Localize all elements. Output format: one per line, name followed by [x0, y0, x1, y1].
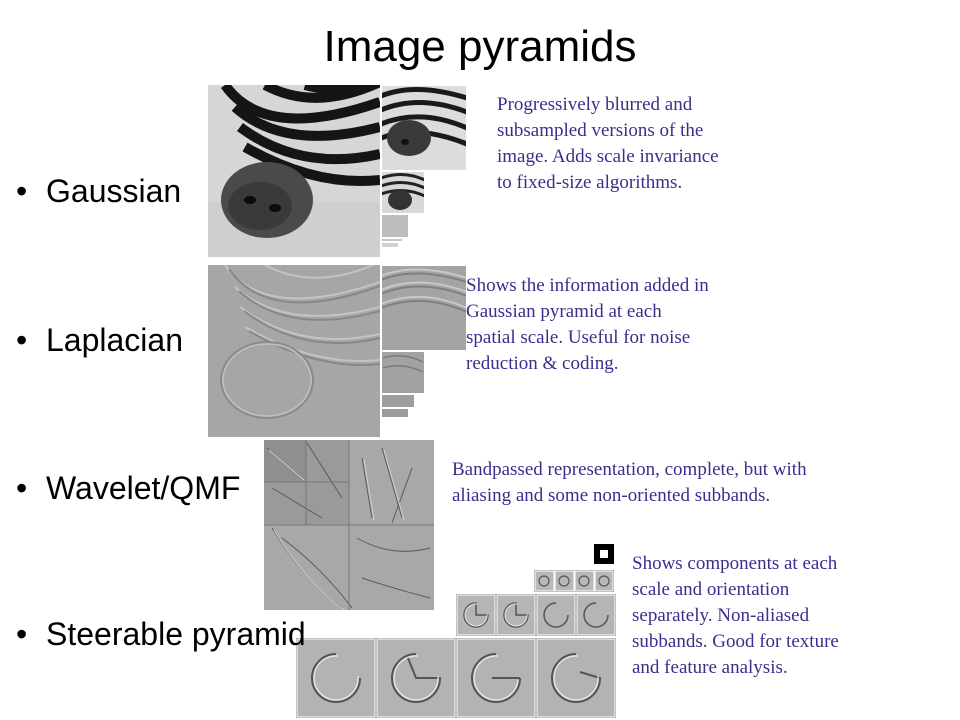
note-steerable-pyramid: Shows components at each scale and orien… — [632, 553, 839, 678]
bullet-laplacian: • Laplacian — [16, 322, 183, 359]
bullet-glyph: • — [16, 616, 28, 652]
bullet-glyph: • — [16, 470, 28, 506]
bullet-label: Laplacian — [46, 322, 183, 358]
bullet-gaussian: • Gaussian — [16, 173, 181, 210]
laplacian-pyramid-image — [208, 264, 468, 437]
bullet-glyph: • — [16, 173, 28, 209]
bullet-label: Wavelet/QMF — [46, 470, 241, 506]
wavelet-qmf-image — [264, 440, 434, 611]
note-wavelet-qmf: Bandpassed representation, complete, but… — [452, 459, 807, 506]
steerable-pyramid-image — [296, 544, 616, 718]
note-gaussian: Progressively blurred and subsampled ver… — [497, 94, 719, 193]
bullet-glyph: • — [16, 322, 28, 358]
bullet-label: Gaussian — [46, 173, 182, 209]
bullet-label: Steerable pyramid — [46, 616, 306, 652]
slide-title: Image pyramids — [323, 22, 637, 71]
note-laplacian: Shows the information added in Gaussian … — [466, 275, 709, 374]
bullet-wavelet-qmf: • Wavelet/QMF — [16, 470, 240, 507]
bullet-steerable-pyramid: • Steerable pyramid — [16, 616, 306, 653]
gaussian-pyramid-image — [208, 84, 468, 257]
